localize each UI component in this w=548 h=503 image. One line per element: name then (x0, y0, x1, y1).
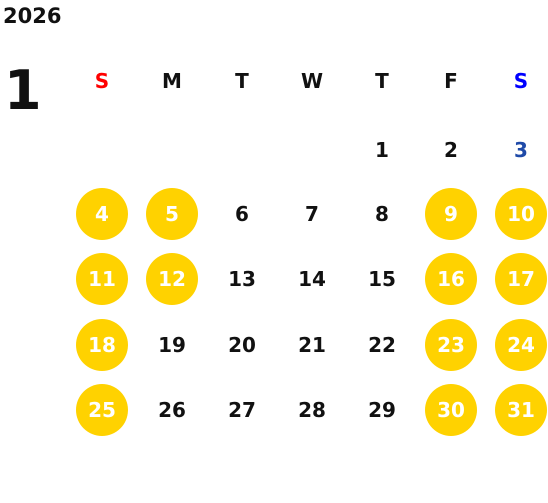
calendar-day[interactable]: 28 (298, 398, 326, 422)
calendar-day[interactable]: 1 (375, 138, 389, 162)
calendar-day[interactable]: 10 (495, 188, 547, 240)
calendar-day[interactable]: 29 (368, 398, 396, 422)
weekday-label: T (375, 69, 389, 93)
calendar-day[interactable]: 12 (146, 253, 198, 305)
calendar-day[interactable]: 22 (368, 333, 396, 357)
weekday-label: M (162, 69, 182, 93)
calendar-day[interactable]: 20 (228, 333, 256, 357)
calendar-year: 2026 (3, 4, 62, 28)
calendar-day[interactable]: 27 (228, 398, 256, 422)
calendar-day[interactable]: 19 (158, 333, 186, 357)
calendar-day[interactable]: 31 (495, 384, 547, 436)
calendar-day[interactable]: 21 (298, 333, 326, 357)
weekday-label: W (300, 69, 324, 93)
calendar-day[interactable]: 23 (425, 319, 477, 371)
calendar-day[interactable]: 2 (444, 138, 458, 162)
calendar-day[interactable]: 6 (235, 202, 249, 226)
calendar-day[interactable]: 9 (425, 188, 477, 240)
calendar-day[interactable]: 11 (76, 253, 128, 305)
calendar-month: 1 (4, 59, 42, 122)
weekday-label: S (94, 69, 110, 93)
weekday-label: F (444, 69, 458, 93)
calendar-day[interactable]: 26 (158, 398, 186, 422)
calendar-day[interactable]: 24 (495, 319, 547, 371)
weekday-label: S (513, 69, 529, 93)
weekday-label: T (235, 69, 249, 93)
calendar-day[interactable]: 15 (368, 267, 396, 291)
calendar-day[interactable]: 4 (76, 188, 128, 240)
calendar-day[interactable]: 13 (228, 267, 256, 291)
calendar-day[interactable]: 5 (146, 188, 198, 240)
calendar-day[interactable]: 16 (425, 253, 477, 305)
calendar-day[interactable]: 30 (425, 384, 477, 436)
calendar-day[interactable]: 7 (305, 202, 319, 226)
calendar-day[interactable]: 8 (375, 202, 389, 226)
calendar-day[interactable]: 3 (514, 138, 528, 162)
calendar-day[interactable]: 18 (76, 319, 128, 371)
calendar-day[interactable]: 25 (76, 384, 128, 436)
calendar-day[interactable]: 17 (495, 253, 547, 305)
calendar-day[interactable]: 14 (298, 267, 326, 291)
